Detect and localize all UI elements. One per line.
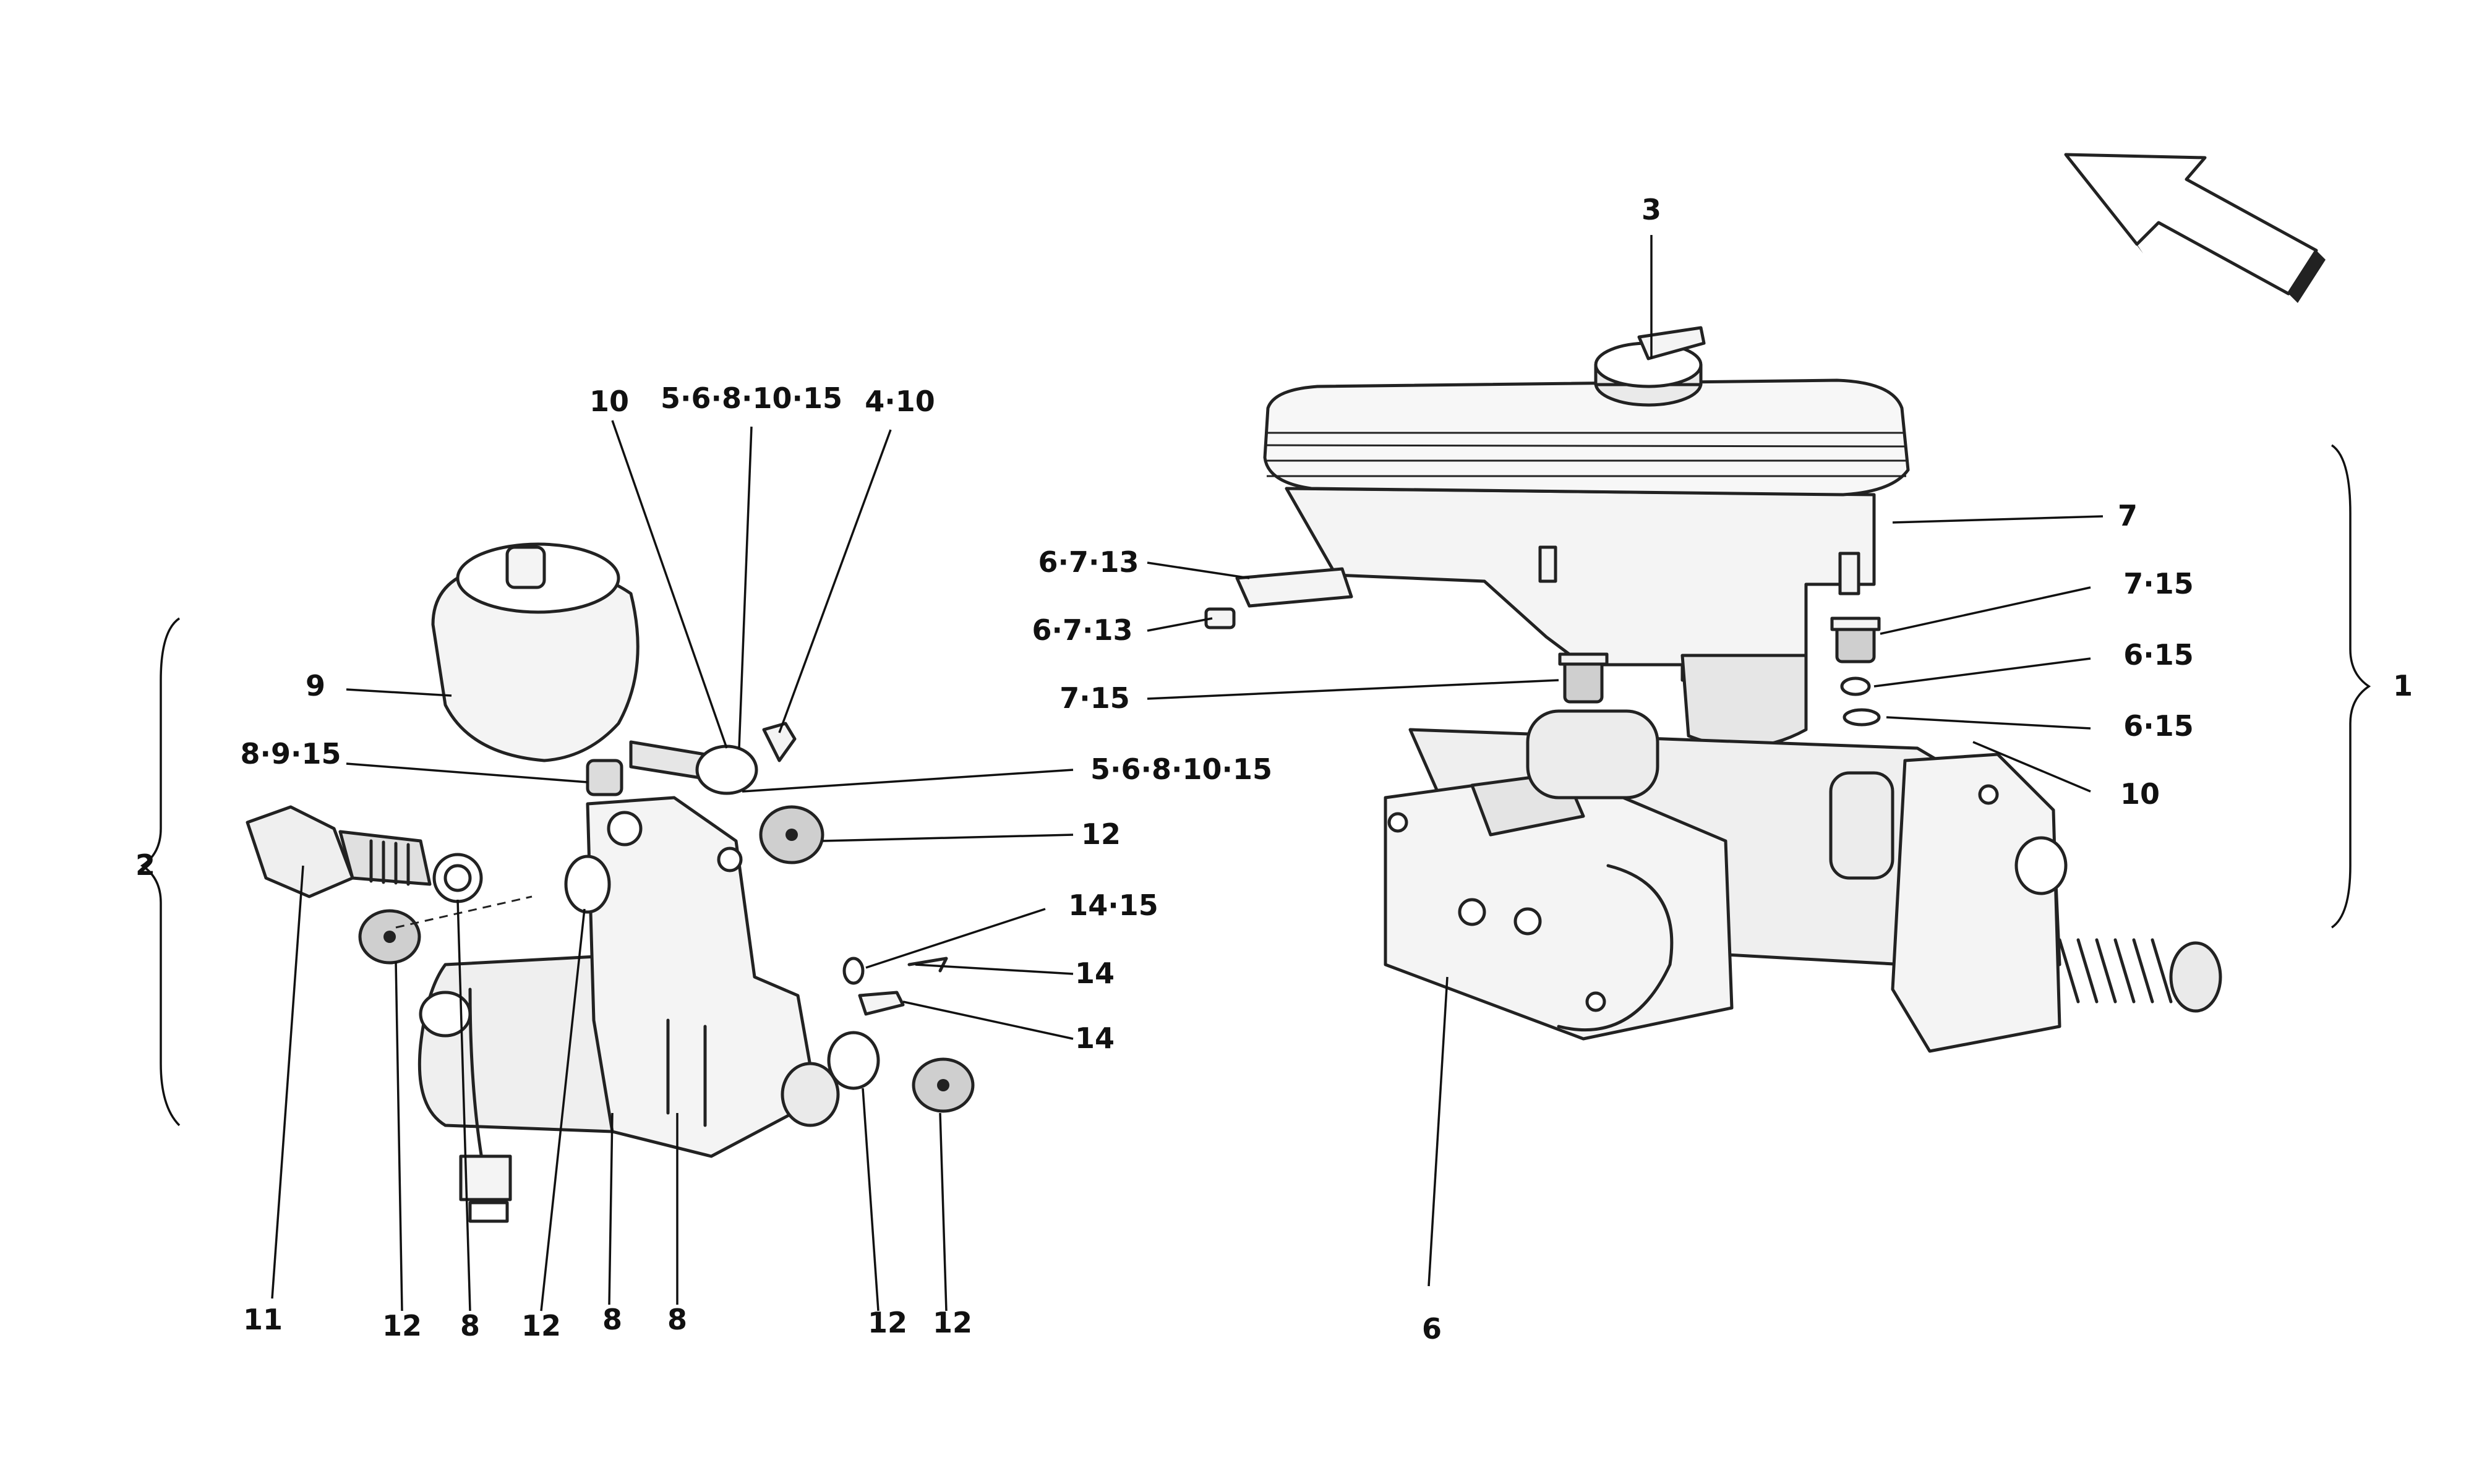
hose-fitting: [629, 722, 797, 795]
callout-14-b: 14: [1075, 1021, 1115, 1055]
callout-10-right: 10: [2120, 777, 2160, 811]
plug-12-lower-right: [912, 1057, 975, 1113]
callout-6: 6: [1422, 1312, 1442, 1345]
plug-12-left: [358, 909, 421, 965]
brake-fluid-reservoir: [1263, 326, 1910, 749]
callout-6-7-13-b: 6·7·13: [1032, 613, 1133, 647]
seal-ring-12-right: [827, 1031, 880, 1090]
callout-11: 11: [243, 1303, 283, 1336]
direction-arrow-icon: [2064, 153, 2326, 303]
callout-labels: 3 7 7·15 6·15 6·15 1 10 6 6·7·13 6·7·13 …: [135, 193, 2413, 1345]
callout-8-c: 8: [667, 1303, 687, 1336]
seal-ring-b: [1843, 708, 1881, 727]
pump-assembly: [417, 796, 840, 1223]
callout-6-15-a: 6·15: [2123, 638, 2194, 672]
callout-5-6-8-10-15-top: 5·6·8·10·15: [661, 382, 842, 415]
leader-lines: [271, 235, 2104, 1311]
callout-1: 1: [2393, 669, 2413, 702]
bracket-screw: [1204, 607, 1236, 629]
callout-12-b: 12: [382, 1309, 422, 1342]
callout-9: 9: [306, 669, 325, 702]
callout-10-top: 10: [589, 385, 629, 418]
brace-2: [140, 617, 181, 1127]
seal-ring-12-mid: [564, 855, 611, 914]
mounting-bracket: [1235, 567, 1353, 608]
callout-14-15: 14·15: [1068, 889, 1158, 922]
pressure-accumulator: [431, 542, 640, 796]
callout-14-a: 14: [1075, 957, 1115, 990]
banjo-bolt-14: [858, 991, 905, 1016]
callout-12-a: 12: [1081, 817, 1121, 851]
master-cylinder-unit: [1384, 709, 2222, 1053]
brace-1: [2331, 444, 2371, 929]
callout-7-15-right: 7·15: [2123, 567, 2194, 600]
seal-ring-a: [1840, 676, 1871, 696]
callout-8-b: 8: [602, 1303, 622, 1336]
callout-12-c: 12: [521, 1309, 561, 1342]
spring: [2058, 938, 2222, 1013]
callout-12-e: 12: [933, 1306, 972, 1339]
callout-12-d: 12: [868, 1306, 907, 1339]
callout-5-6-8-10-15-mid: 5·6·8·10·15: [1090, 753, 1272, 786]
seal-ring-14: [842, 957, 865, 985]
callout-2: 2: [135, 848, 155, 882]
pressure-switch-sensor: [246, 805, 483, 903]
filter-strainer-right: [1830, 616, 1881, 663]
callout-6-15-b: 6·15: [2123, 709, 2194, 743]
callout-4-10: 4·10: [865, 385, 935, 418]
filter-strainer-left: [1558, 652, 1609, 704]
dashed-guide: [395, 895, 533, 929]
callout-7-15-left: 7·15: [1059, 681, 1130, 715]
callout-6-7-13-a: 6·7·13: [1038, 545, 1139, 579]
plug-12-upper: [759, 805, 824, 864]
callout-8-a: 8: [460, 1309, 480, 1342]
callout-3: 3: [1641, 193, 1661, 226]
callout-7: 7: [2118, 499, 2138, 532]
callout-8-9-15: 8·9·15: [241, 737, 341, 770]
